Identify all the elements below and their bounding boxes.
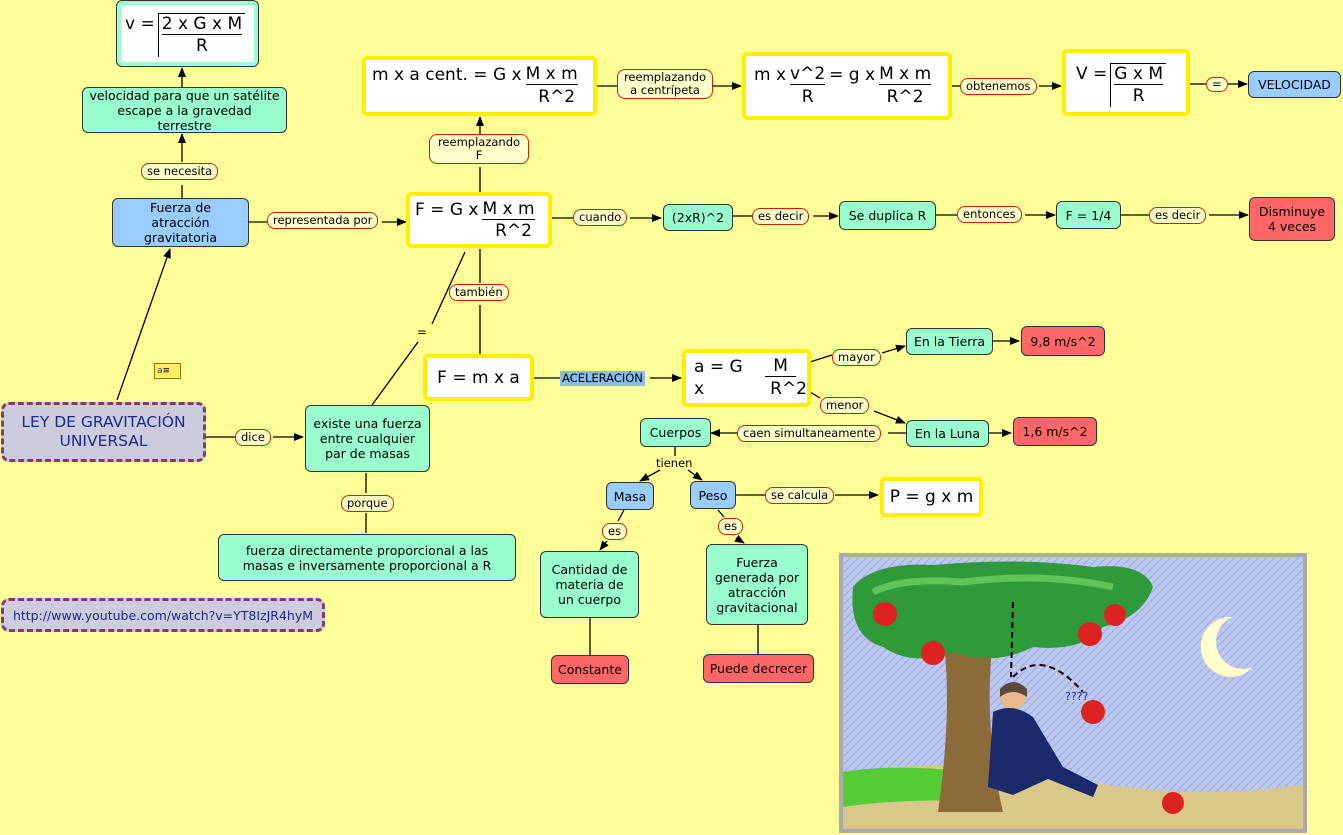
formula-numerator: M xyxy=(765,356,796,377)
se-duplica-node[interactable]: Se duplica R xyxy=(839,201,936,230)
formula-numerator: G x M xyxy=(1114,64,1163,85)
question-marks: ???? xyxy=(1065,690,1089,703)
youtube-link[interactable]: http://www.youtube.com/watch?v=YT8IzJR4h… xyxy=(1,598,325,632)
newton-scene: ???? xyxy=(843,557,1303,829)
menor-label: menor xyxy=(820,397,870,414)
peso-node[interactable]: Peso xyxy=(690,481,736,509)
equals-sign-label: = xyxy=(417,325,428,339)
reemplazando-f-label: reemplazando F xyxy=(429,134,529,164)
existe-node[interactable]: existe una fuerza entre cualquier par de… xyxy=(305,405,430,472)
newton-apple-illustration: ???? xyxy=(839,553,1307,833)
formula-part1: m x xyxy=(754,65,787,85)
main-title-node[interactable]: LEY DE GRAVITACIÓN UNIVERSAL xyxy=(1,402,206,462)
newton-second-law[interactable]: F = m x a xyxy=(423,354,534,401)
escape-velocity-formula: v = 2 x G x M R xyxy=(116,0,259,67)
se-necesita-label: se necesita xyxy=(141,163,219,180)
formula-numerator: M x m xyxy=(525,64,578,85)
formula-part2: = g x xyxy=(829,65,876,85)
obtenemos-label: obtenemos xyxy=(960,78,1037,95)
caen-label: caen simultaneamente xyxy=(737,425,882,442)
formula-lhs: m x a cent. = G x xyxy=(372,65,522,85)
fuerza-generada-node[interactable]: Fuerza generada por atracción gravitacio… xyxy=(706,544,808,625)
formula-numerator: v^2 xyxy=(790,64,826,85)
porque-label: porque xyxy=(341,495,394,512)
mayor-label: mayor xyxy=(832,349,881,366)
dice-label: dice xyxy=(235,429,271,446)
val-tierra-node[interactable]: 9,8 m/s^2 xyxy=(1021,326,1105,356)
se-calcula-label: se calcula xyxy=(765,487,835,504)
entonces-label: entonces xyxy=(957,206,1022,223)
es-decir-label: es decir xyxy=(752,208,810,225)
formula-numerator: M x m xyxy=(879,64,932,85)
formula-lhs: F = G x xyxy=(415,200,479,220)
proporcional-node[interactable]: fuerza directamente proporcional a las m… xyxy=(218,534,516,581)
formula-lhs: v = xyxy=(125,14,155,34)
formula-denominator: R^2 xyxy=(495,221,532,241)
puede-decrecer-node[interactable]: Puede decrecer xyxy=(703,654,814,683)
disminuye-node[interactable]: Disminuye 4 veces xyxy=(1249,197,1335,241)
velocity-derivation-formula[interactable]: m x v^2 R = g x M x m R^2 xyxy=(742,52,952,120)
formula-denominator: R^2 xyxy=(538,87,576,107)
formula-denominator: R^2 xyxy=(886,87,924,107)
tambien-label: también xyxy=(449,284,509,301)
velocidad-node[interactable]: VELOCIDAD xyxy=(1248,71,1341,98)
formula-denominator: R^2 xyxy=(770,379,807,399)
es-label: es xyxy=(602,523,628,540)
formula-denominator: R xyxy=(1132,86,1145,106)
gravitation-formula[interactable]: F = G x M x m R^2 xyxy=(406,192,552,248)
aceleracion-label: ACELERACIÓN xyxy=(560,371,645,386)
formula-numerator: M x m xyxy=(482,199,535,220)
equals-label: = xyxy=(1206,77,1228,92)
formula-lhs: a = G x xyxy=(694,357,743,399)
formula-numerator: 2 x G x M xyxy=(161,14,243,35)
cuerpos-node[interactable]: Cuerpos xyxy=(640,418,711,447)
val-luna-node[interactable]: 1,6 m/s^2 xyxy=(1013,417,1097,446)
formula-denominator: R xyxy=(196,36,208,56)
acceleration-formula[interactable]: a = G x M R^2 xyxy=(682,349,811,407)
representada-por-label: representada por xyxy=(267,212,379,229)
formula-lhs: V = xyxy=(1076,64,1108,84)
en-luna-node[interactable]: En la Luna xyxy=(906,420,989,447)
fuerza-atraccion-node[interactable]: Fuerza de atracción gravitatoria xyxy=(112,198,249,247)
weight-formula[interactable]: P = g x m xyxy=(880,477,983,517)
centripetal-formula[interactable]: m x a cent. = G x M x m R^2 xyxy=(362,56,597,116)
tienen-label: tienen xyxy=(656,456,693,470)
reemplazando-centripeta-label: reemplazando a centrípeta xyxy=(617,69,713,99)
es-label: es xyxy=(718,518,744,535)
constante-node[interactable]: Constante xyxy=(551,655,629,684)
cuando-label: cuando xyxy=(573,209,628,226)
two-r-node[interactable]: (2xR)^2 xyxy=(663,204,733,231)
en-tierra-node[interactable]: En la Tierra xyxy=(906,328,993,355)
cantidad-node[interactable]: Cantidad de materia de un cuerpo xyxy=(540,551,639,618)
escape-velocity-node[interactable]: velocidad para que un satélite escape a … xyxy=(82,87,287,133)
orbital-velocity-formula[interactable]: V = G x M R xyxy=(1062,49,1190,116)
note-icon[interactable]: a≡ xyxy=(154,363,181,379)
formula-denominator: R xyxy=(801,87,814,107)
es-decir-label: es decir xyxy=(1149,207,1207,224)
masa-node[interactable]: Masa xyxy=(606,482,654,510)
f-quarter-node[interactable]: F = 1/4 xyxy=(1056,201,1121,229)
